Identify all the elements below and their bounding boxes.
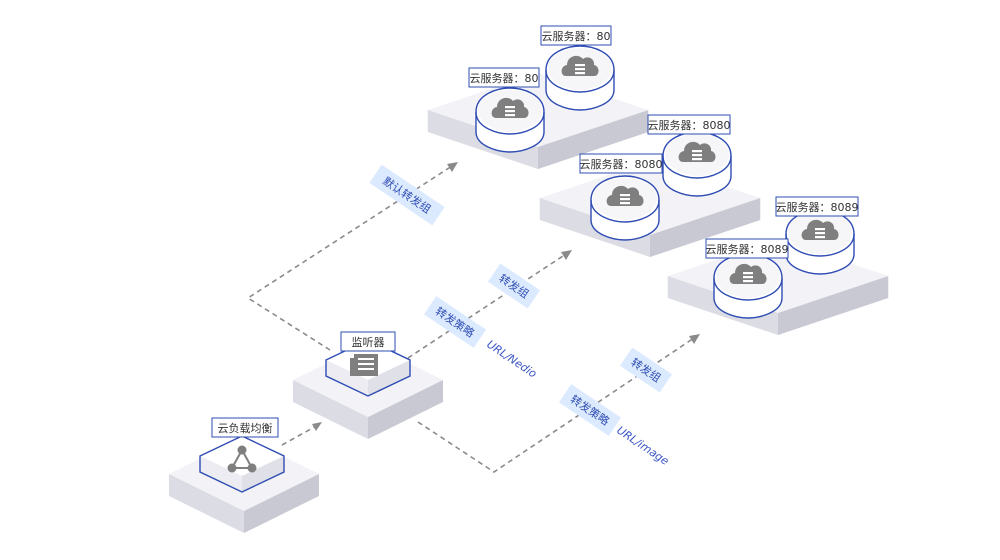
arrowhead-icon xyxy=(447,162,458,172)
edge-label-image-policy: 转发策略 xyxy=(558,384,622,436)
listener-label: 监听器 xyxy=(340,331,396,352)
svg-text:云服务器：80: 云服务器：80 xyxy=(470,72,539,85)
server-label-image-2: 云服务器：8089 xyxy=(705,238,789,259)
server-label-default-1: 云服务器：80 xyxy=(540,25,612,46)
edge-label-image-url: URL/image xyxy=(614,424,671,468)
edges xyxy=(246,162,700,473)
edge-label-image-group: 转发组 xyxy=(619,347,673,393)
cloud-server-icon xyxy=(590,175,660,241)
arrowhead-icon xyxy=(561,250,572,260)
branch-network-icon xyxy=(227,445,257,473)
cloud-server-icon xyxy=(713,253,783,319)
cloud-server-icon xyxy=(662,131,732,197)
listener-node: 监听器 xyxy=(293,331,443,439)
arrowhead-icon xyxy=(689,334,700,344)
server-label-default-2: 云服务器：80 xyxy=(468,67,540,88)
cloud-server-icon xyxy=(545,45,615,111)
load-balancer-node: 云负载均衡 xyxy=(169,417,319,533)
cloud-server-icon xyxy=(475,87,545,153)
server-group-nedio: 云服务器：8080 云服务器：8080 xyxy=(539,114,761,257)
server-group-default: 云服务器：80 云服务器：80 xyxy=(427,25,649,169)
svg-text:云服务器：80: 云服务器：80 xyxy=(542,30,611,43)
document-list-icon xyxy=(350,354,378,376)
server-label-nedio-2: 云服务器：8080 xyxy=(579,153,663,174)
server-label-image-1: 云服务器：8089 xyxy=(775,196,859,217)
edge-label-nedio-group: 转发组 xyxy=(487,263,541,309)
load-balancer-label: 云负载均衡 xyxy=(211,417,279,438)
edge-listener-image xyxy=(417,337,695,473)
arrowhead-icon xyxy=(312,422,322,431)
svg-text:云服务器：8080: 云服务器：8080 xyxy=(580,158,663,171)
svg-text:云服务器：8089: 云服务器：8089 xyxy=(706,243,789,256)
edge-label-nedio-url: URL/Nedio xyxy=(484,338,539,381)
edge-lb-to-listener xyxy=(281,424,319,446)
server-label-nedio-1: 云服务器：8080 xyxy=(647,114,731,135)
svg-text:云服务器：8089: 云服务器：8089 xyxy=(776,201,859,214)
svg-text:云负载均衡: 云负载均衡 xyxy=(218,421,273,435)
edge-label-default-group: 默认转发组 xyxy=(369,164,445,226)
svg-text:监听器: 监听器 xyxy=(352,336,385,349)
svg-text:云服务器：8080: 云服务器：8080 xyxy=(648,119,731,132)
edge-listener-nedio xyxy=(407,253,567,359)
edge-label-nedio-policy: 转发策略 xyxy=(423,296,487,348)
server-group-image: 云服务器：8089 云服务器：8089 xyxy=(667,196,889,335)
cloud-server-icon xyxy=(785,209,855,275)
